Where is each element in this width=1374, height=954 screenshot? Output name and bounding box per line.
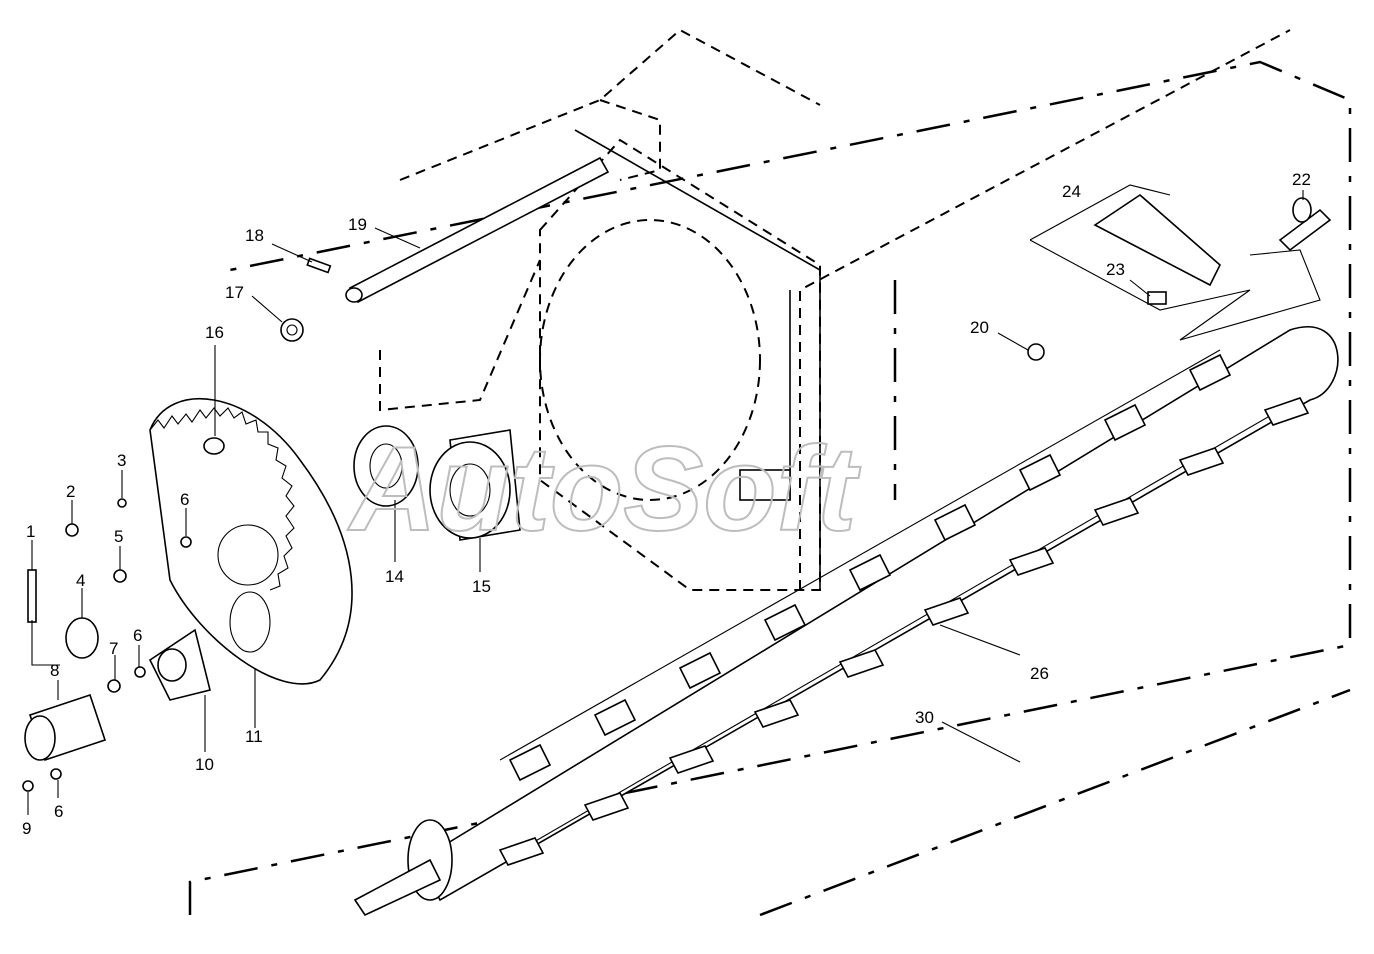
callout-11: 11	[245, 727, 263, 746]
leader-lines	[27, 190, 1304, 815]
left-small-parts	[22, 498, 211, 792]
callout-5: 5	[114, 527, 123, 546]
callout-8: 8	[50, 661, 59, 680]
callout-6c: 6	[54, 802, 63, 821]
callout-24: 24	[1062, 182, 1081, 201]
callout-9: 9	[22, 819, 31, 838]
callout-17: 17	[225, 283, 244, 302]
housing-frame	[188, 29, 1352, 917]
callout-15: 15	[472, 577, 491, 596]
callout-1: 1	[26, 522, 35, 541]
bearing-and-hub	[353, 425, 521, 541]
callout-16: 16	[205, 323, 224, 342]
callout-23: 23	[1106, 260, 1125, 279]
callout-10: 10	[195, 755, 214, 774]
watermark: AutoSoft	[347, 422, 862, 556]
callout-26: 26	[1030, 664, 1049, 683]
upper-right-parts	[1027, 184, 1332, 361]
rotor-shaft	[353, 326, 1339, 917]
callout-6a: 6	[180, 490, 189, 509]
callout-labels: 1 2 3 4 5 6 6 6 7 8 9 10 11 14 15 16 17 …	[22, 170, 1311, 838]
callout-18: 18	[245, 226, 264, 245]
callout-7: 7	[109, 639, 118, 658]
callout-14: 14	[385, 567, 404, 586]
callout-4: 4	[76, 571, 85, 590]
gearbox-housing	[379, 28, 821, 591]
callout-20: 20	[970, 318, 989, 337]
callout-3: 3	[117, 451, 126, 470]
rotor-blades	[498, 353, 1310, 866]
callout-19: 19	[348, 215, 367, 234]
callout-6b: 6	[133, 626, 142, 645]
callout-30: 30	[915, 708, 934, 727]
callout-22: 22	[1292, 170, 1311, 189]
sprocket-wheel	[149, 398, 353, 685]
upper-shaft	[280, 156, 610, 342]
callout-2: 2	[66, 482, 75, 501]
